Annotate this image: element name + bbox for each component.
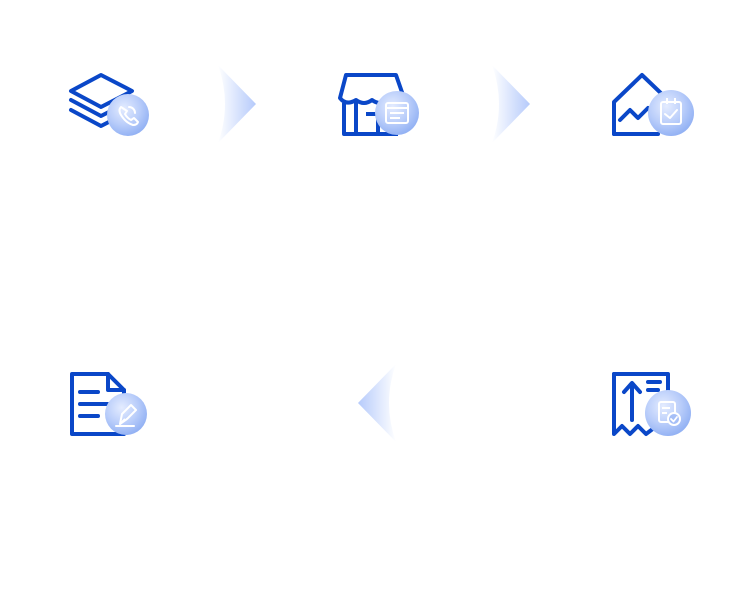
step-1-node <box>66 70 166 150</box>
phone-icon <box>107 94 149 136</box>
step-5-node <box>68 370 168 450</box>
step-2-node <box>336 70 436 150</box>
browser-window-icon <box>375 91 419 135</box>
arrow-right-2 <box>492 63 532 145</box>
document-check-icon <box>645 390 691 436</box>
step-3-node <box>610 70 710 150</box>
clipboard-check-icon <box>648 90 694 136</box>
arrow-left-1 <box>356 362 396 444</box>
pen-nib-icon <box>105 393 147 435</box>
step-4-node <box>610 370 710 450</box>
house-chart-icon <box>612 73 668 136</box>
arrow-right-1 <box>218 63 258 145</box>
